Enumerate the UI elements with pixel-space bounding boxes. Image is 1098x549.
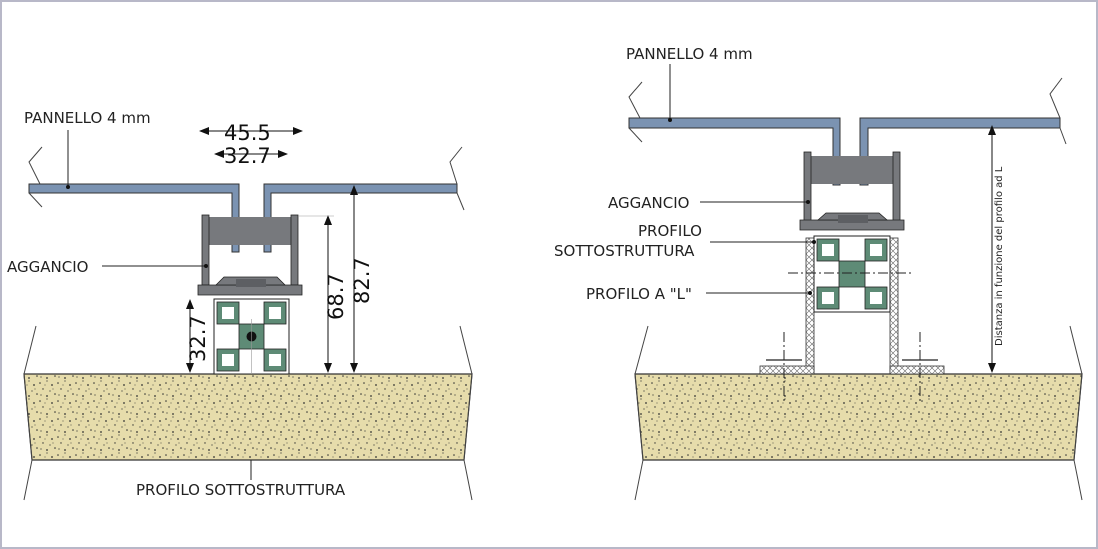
left-panel	[28, 146, 465, 253]
left-dim-vertical-total: 82.7	[350, 257, 374, 304]
right-aggancio-clip	[799, 151, 905, 231]
right-detail: PANNELLO 4 mm AGGANCIO PROFILO SOTTOSTRU…	[554, 45, 1083, 501]
right-panel-label: PANNELLO 4 mm	[626, 45, 753, 63]
right-profilo-line2: SOTTOSTRUTTURA	[554, 242, 695, 260]
left-dim-vertical-mid: 68.7	[324, 273, 348, 320]
right-ground	[634, 325, 1083, 501]
right-aggancio-label: AGGANCIO	[608, 194, 689, 212]
right-profilo-line1: PROFILO	[638, 222, 702, 240]
left-dim-inner: 32.7	[224, 144, 271, 168]
right-panel	[628, 77, 1067, 186]
left-detail: PANNELLO 4 mm 45.5 32.7 AGGANCIO 32.7 68…	[7, 109, 473, 501]
left-aggancio-label: AGGANCIO	[7, 258, 88, 276]
left-panel-label: PANNELLO 4 mm	[24, 109, 151, 127]
left-bottom-label: PROFILO SOTTOSTRUTTURA	[136, 481, 346, 499]
left-dim-outer: 45.5	[224, 121, 271, 145]
right-profile-sottostruttura	[813, 235, 891, 313]
left-aggancio-clip	[197, 214, 303, 296]
right-profilo-l-label: PROFILO A "L"	[586, 285, 692, 303]
left-dim-vertical-small: 32.7	[186, 315, 210, 362]
right-distance-label: Distanza in funzione del profilo ad L	[994, 166, 1005, 346]
left-ground	[23, 325, 473, 501]
left-profile-sottostruttura	[213, 298, 290, 375]
